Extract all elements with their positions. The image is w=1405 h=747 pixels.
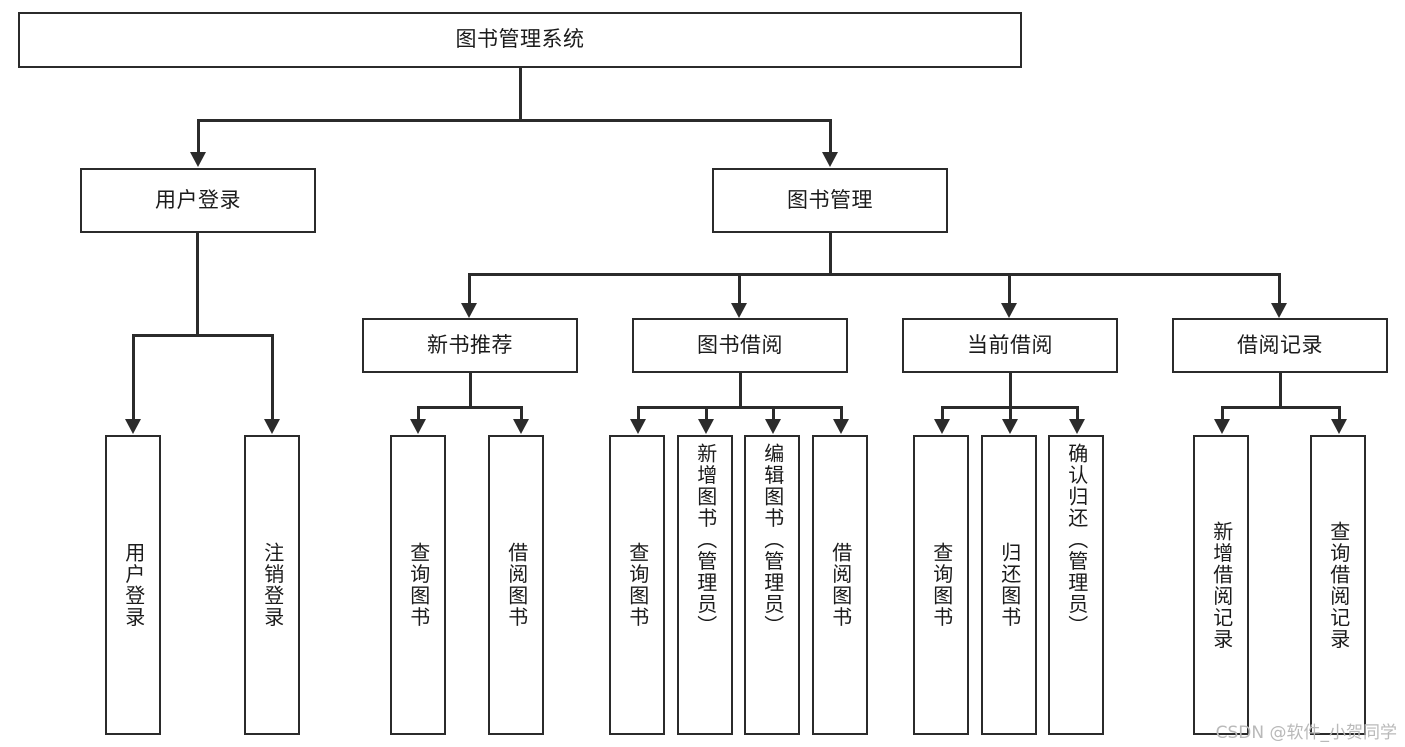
connector-current-borrow-to-leaf-1 <box>941 406 944 420</box>
connector-bm-to-book-borrow <box>738 273 741 304</box>
node-label: 用户登录 <box>155 187 241 212</box>
connector-book-management-bus <box>468 273 1280 276</box>
connector-current-borrow-to-leaf-2 <box>1009 406 1012 420</box>
arrow-new-book-to-leaf-2 <box>513 419 529 434</box>
connector-new-book-to-leaf-1 <box>417 406 420 420</box>
node-book-management[interactable]: 图书管理 <box>712 168 948 233</box>
node-label: 图书借阅 <box>697 332 783 357</box>
arrow-current-borrow-to-leaf-3 <box>1069 419 1085 434</box>
node-leaf-confirm-return-admin[interactable]: 确认归还（管理员） <box>1048 435 1104 735</box>
node-leaf-query-book-2[interactable]: 查询图书 <box>609 435 665 735</box>
connector-book-borrow-stem <box>739 373 742 408</box>
connector-current-borrow-stem <box>1009 373 1012 408</box>
node-label: 查询借阅记录 <box>1326 520 1351 650</box>
node-current-borrow[interactable]: 当前借阅 <box>902 318 1118 373</box>
node-label: 归还图书 <box>997 542 1022 628</box>
connector-root-bus <box>197 119 831 122</box>
connector-book-borrow-to-leaf-2 <box>705 406 708 420</box>
node-label: 新增借阅记录 <box>1209 520 1234 650</box>
arrow-book-borrow-to-leaf-1 <box>630 419 646 434</box>
arrow-book-borrow-to-leaf-2 <box>698 419 714 434</box>
node-label: 用户登录 <box>121 542 146 628</box>
arrow-book-borrow-to-leaf-4 <box>833 419 849 434</box>
arrow-bm-to-current-borrow <box>1001 303 1017 318</box>
arrow-current-borrow-to-leaf-1 <box>934 419 950 434</box>
connector-book-borrow-to-leaf-3 <box>772 406 775 420</box>
node-leaf-query-book-1[interactable]: 查询图书 <box>390 435 446 735</box>
arrow-bm-to-new-book <box>461 303 477 318</box>
connector-root-to-book-management <box>829 119 832 153</box>
node-label: 查询图书 <box>929 542 954 628</box>
connector-borrow-record-stem <box>1279 373 1282 408</box>
arrow-bm-to-book-borrow <box>731 303 747 318</box>
node-label: 新书推荐 <box>427 332 513 357</box>
arrow-root-to-book-management <box>822 152 838 167</box>
connector-bm-to-new-book <box>468 273 471 304</box>
node-root-book-management-system[interactable]: 图书管理系统 <box>18 12 1022 68</box>
connector-new-book-stem <box>469 373 472 408</box>
node-new-book-recommend[interactable]: 新书推荐 <box>362 318 578 373</box>
arrow-current-borrow-to-leaf-2 <box>1002 419 1018 434</box>
connector-user-login-to-leaf-2 <box>271 334 274 420</box>
node-label: 借阅图书 <box>504 542 529 628</box>
arrow-bm-to-borrow-record <box>1271 303 1287 318</box>
connector-root-stem <box>519 68 522 120</box>
node-label: 当前借阅 <box>967 332 1053 357</box>
connector-user-login-stem <box>196 233 199 336</box>
node-leaf-query-borrow-record[interactable]: 查询借阅记录 <box>1310 435 1366 735</box>
connector-new-book-bus <box>417 406 522 409</box>
connector-borrow-record-to-leaf-2 <box>1338 406 1341 420</box>
arrow-borrow-record-to-leaf-1 <box>1214 419 1230 434</box>
node-book-borrow[interactable]: 图书借阅 <box>632 318 848 373</box>
arrow-book-borrow-to-leaf-3 <box>765 419 781 434</box>
node-leaf-logout-login[interactable]: 注销登录 <box>244 435 300 735</box>
node-leaf-add-book-admin[interactable]: 新增图书（管理员） <box>677 435 733 735</box>
node-leaf-user-login[interactable]: 用户登录 <box>105 435 161 735</box>
node-label: 借阅记录 <box>1237 332 1323 357</box>
connector-user-login-to-leaf-1 <box>132 334 135 420</box>
node-leaf-query-book-3[interactable]: 查询图书 <box>913 435 969 735</box>
arrow-borrow-record-to-leaf-2 <box>1331 419 1347 434</box>
connector-book-borrow-to-leaf-4 <box>840 406 843 420</box>
node-label: 查询图书 <box>625 542 650 628</box>
arrow-user-login-to-leaf-2 <box>264 419 280 434</box>
node-leaf-edit-book-admin[interactable]: 编辑图书（管理员） <box>744 435 800 735</box>
connector-new-book-to-leaf-2 <box>520 406 523 420</box>
node-label: 图书管理 <box>787 187 873 212</box>
node-borrow-record[interactable]: 借阅记录 <box>1172 318 1388 373</box>
node-label: 新增图书（管理员） <box>693 443 718 637</box>
connector-current-borrow-to-leaf-3 <box>1076 406 1079 420</box>
node-leaf-borrow-book-2[interactable]: 借阅图书 <box>812 435 868 735</box>
node-label: 编辑图书（管理员） <box>760 443 785 637</box>
node-label: 图书管理系统 <box>455 27 585 52</box>
node-label: 确认归还（管理员） <box>1064 443 1089 637</box>
node-label: 借阅图书 <box>828 542 853 628</box>
connector-bm-to-borrow-record <box>1278 273 1281 304</box>
connector-book-borrow-to-leaf-1 <box>637 406 640 420</box>
connector-borrow-record-bus <box>1221 406 1340 409</box>
connector-bm-to-current-borrow <box>1008 273 1011 304</box>
connector-root-to-user-login <box>197 119 200 153</box>
node-leaf-add-borrow-record[interactable]: 新增借阅记录 <box>1193 435 1249 735</box>
connector-user-login-bus <box>132 334 273 337</box>
arrow-new-book-to-leaf-1 <box>410 419 426 434</box>
arrow-user-login-to-leaf-1 <box>125 419 141 434</box>
connector-book-borrow-bus <box>637 406 842 409</box>
node-leaf-borrow-book-1[interactable]: 借阅图书 <box>488 435 544 735</box>
arrow-root-to-user-login <box>190 152 206 167</box>
node-label: 注销登录 <box>260 542 285 628</box>
node-user-login[interactable]: 用户登录 <box>80 168 316 233</box>
watermark-text: CSDN @软件_小贺同学 <box>1215 723 1397 743</box>
connector-book-management-stem <box>829 233 832 275</box>
connector-borrow-record-to-leaf-1 <box>1221 406 1224 420</box>
node-leaf-return-book[interactable]: 归还图书 <box>981 435 1037 735</box>
node-label: 查询图书 <box>406 542 431 628</box>
